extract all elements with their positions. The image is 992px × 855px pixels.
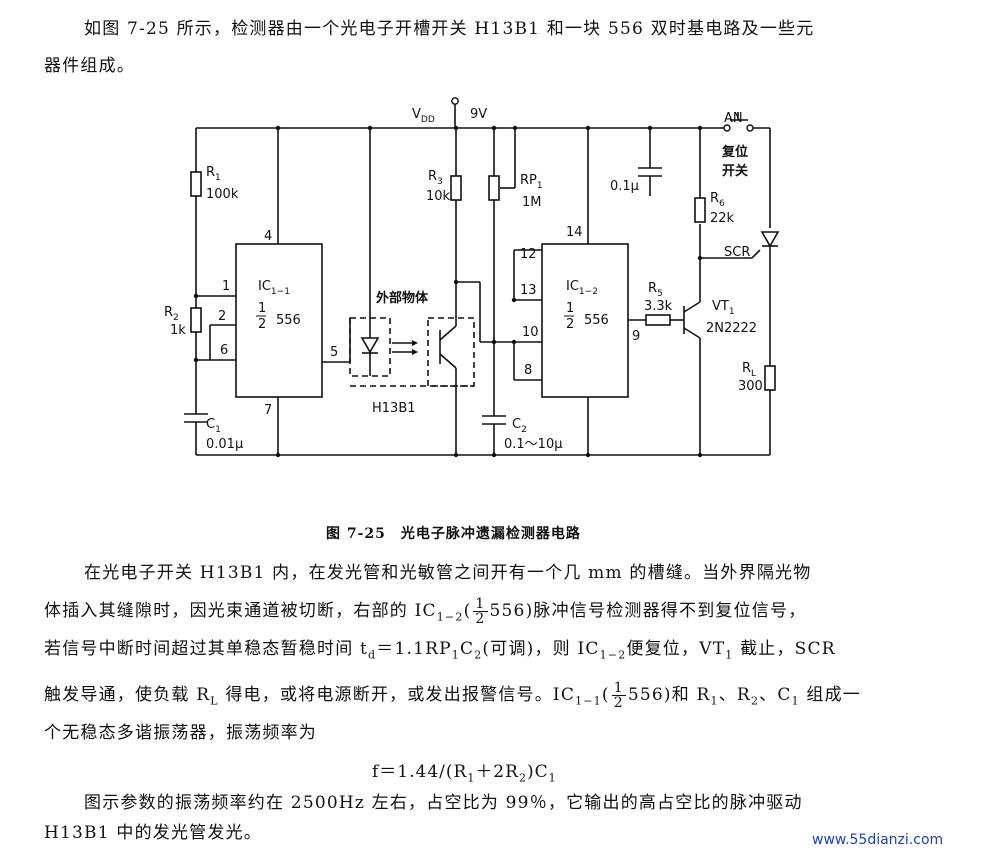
ic12-half-den: 2 — [566, 317, 574, 332]
pin-8: 8 — [524, 363, 532, 378]
r6-value: 22k — [710, 211, 735, 226]
external-object-label: 外部物体 — [375, 290, 429, 306]
c2-value: 0.1～10μ — [504, 437, 563, 452]
ic12-half-num: 1 — [566, 301, 574, 316]
ic11-label: IC1−1 — [258, 279, 290, 297]
ic12-label: IC1−2 — [566, 279, 598, 297]
pin-14: 14 — [566, 225, 583, 240]
r5-value: 3.3k — [644, 299, 673, 314]
pin-5: 5 — [330, 345, 338, 360]
cap-top-value: 0.1μ — [610, 179, 639, 194]
pin-10: 10 — [522, 325, 539, 340]
c1-value: 0.01μ — [206, 437, 243, 452]
circuit-schematic: VDD 9V AN 复位 开关 R1 100k R2 1k R3 10k RP1… — [164, 97, 780, 458]
intro-line-1: 如图 7-25 所示，检测器由一个光电子开槽开关 H13B1 和一块 556 双… — [84, 19, 815, 39]
pin-9: 9 — [632, 329, 640, 344]
vdd-label: VDD — [412, 107, 435, 125]
r3-value: 10k — [426, 189, 451, 204]
rp1-value: 1M — [522, 195, 542, 210]
reset-label-1: 复位 — [721, 144, 748, 160]
frequency-formula: f＝1.44/(R1＋2R2)C1 — [372, 762, 557, 785]
r2-value: 1k — [170, 323, 186, 338]
body-line-1: 在光电子开关 H13B1 内，在发光管和光敏管之间开有一个几 mm 的槽缝。当外… — [84, 563, 812, 583]
r1-value: 100k — [206, 187, 239, 202]
c1-label: C1 — [206, 417, 221, 435]
r6-label: R6 — [710, 191, 725, 209]
pin-2: 2 — [218, 309, 226, 324]
figure-caption: 图 7-25 光电子脉冲遗漏检测器电路 — [326, 526, 581, 542]
voltage-label: 9V — [470, 107, 487, 122]
r5-label: R5 — [648, 281, 663, 299]
ic11-half-num: 1 — [258, 301, 266, 316]
body-line-3: 若信号中断时间超过其单稳态暂稳时间 td＝1.1RP1C2(可调)，则 IC1−… — [44, 639, 836, 662]
reset-label-2: 开关 — [722, 163, 748, 179]
an-label: AN — [724, 111, 743, 126]
r2-label: R2 — [164, 305, 179, 323]
pin-1: 1 — [222, 279, 230, 294]
c2-label: C2 — [512, 417, 527, 435]
ic11-half-den: 2 — [258, 317, 266, 332]
ic12-chip: 556 — [584, 313, 609, 328]
rl-label: RL — [742, 361, 756, 379]
h13b1-label: H13B1 — [372, 401, 416, 416]
body-line-5: 个无稳态多谐振荡器，振荡频率为 — [44, 723, 317, 743]
pin-7: 7 — [264, 403, 272, 418]
rl-value: 300 — [738, 379, 763, 394]
body-line-7: H13B1 中的发光管发光。 — [44, 823, 262, 843]
pin-6: 6 — [220, 343, 228, 358]
watermark: www.55dianzi.com — [812, 832, 944, 848]
rp1-label: RP1 — [520, 173, 543, 191]
scr-label: SCR — [724, 245, 750, 260]
vt1-label: VT1 — [712, 299, 735, 317]
vt1-value: 2N2222 — [706, 321, 757, 336]
intro-line-2: 器件组成。 — [44, 56, 135, 76]
r1-label: R1 — [206, 165, 221, 183]
ic11-chip: 556 — [276, 313, 301, 328]
pin-12: 12 — [520, 247, 537, 262]
pin-13: 13 — [520, 283, 537, 298]
r3-label: R3 — [428, 169, 443, 187]
body-line-6: 图示参数的振荡频率约在 2500Hz 左右，占空比为 99％，它输出的高占空比的… — [84, 793, 803, 813]
pin-4: 4 — [264, 229, 272, 244]
